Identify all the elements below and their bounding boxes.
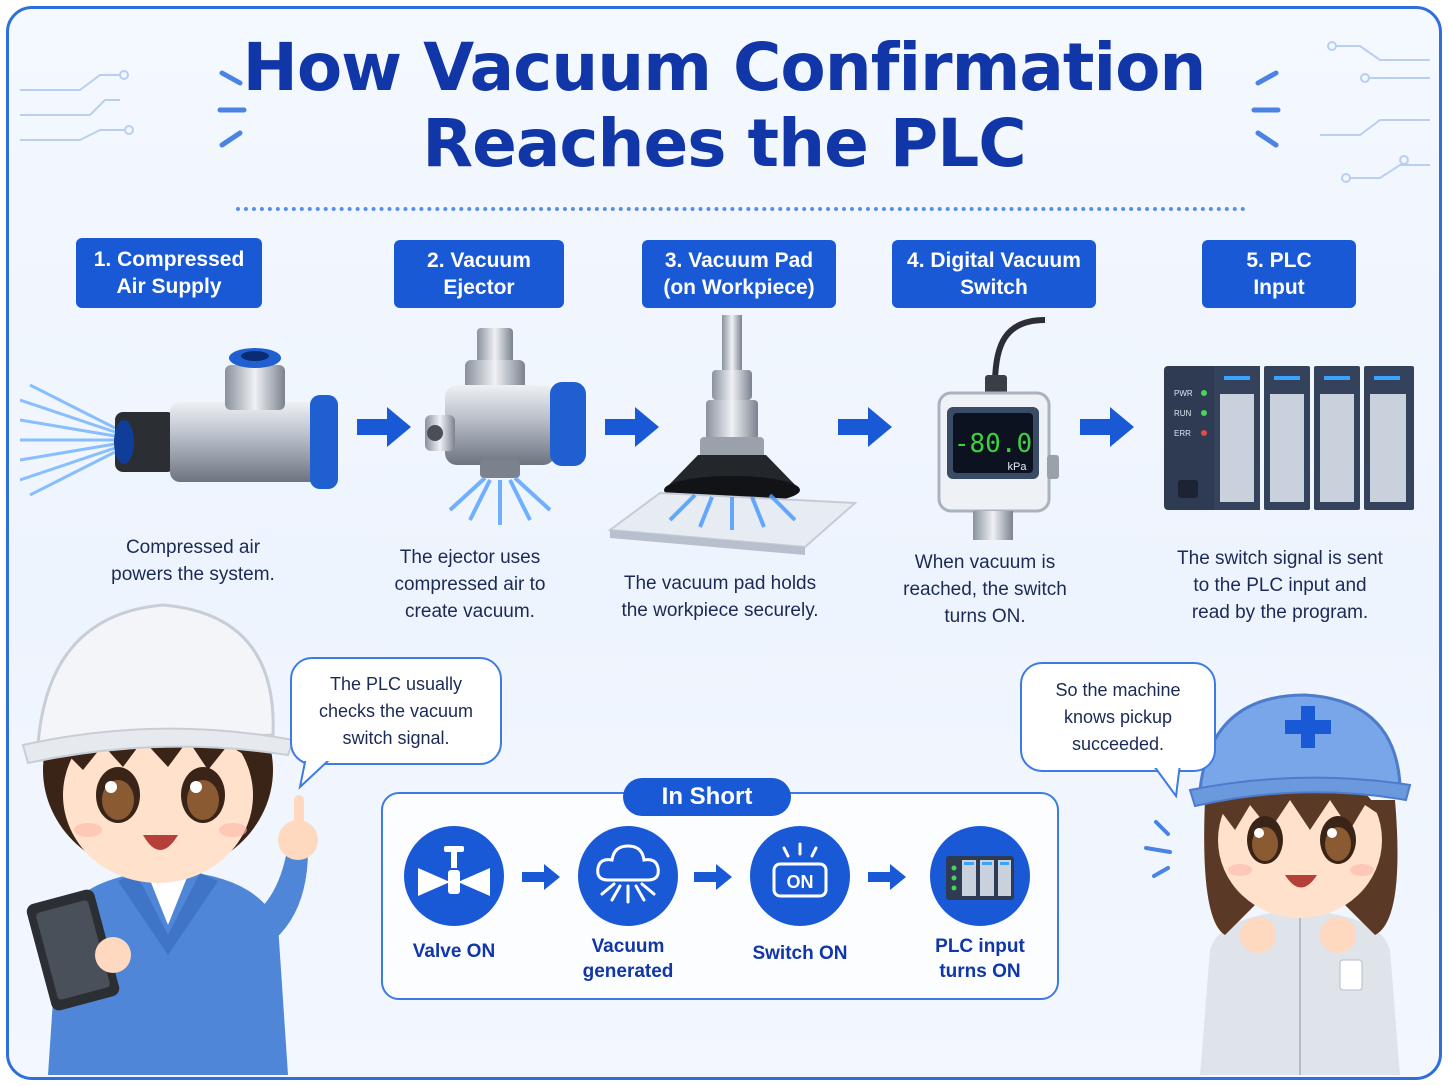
engineer-boy-character xyxy=(21,603,318,1075)
step-3-label-line1: 3. Vacuum Pad xyxy=(664,249,814,272)
summary-plc-label: PLC input turns ON xyxy=(910,934,1050,984)
summary-label-line: PLC input xyxy=(935,936,1025,957)
plc-led-label-pwr: PWR xyxy=(1174,389,1193,398)
summary-label-line: Valve ON xyxy=(412,941,496,962)
step-1-desc-line: Compressed air xyxy=(125,537,261,558)
sparkle-left-icon xyxy=(217,70,247,148)
step-5-desc-line: to the PLC input and xyxy=(1193,575,1367,596)
excitement-lines-icon xyxy=(1144,820,1172,878)
vacuum-pad-icon xyxy=(607,315,858,555)
step-3-desc-line: The vacuum pad holds xyxy=(623,573,817,594)
circuit-decoration-right xyxy=(1320,41,1430,183)
summary-label-line: Switch ON xyxy=(752,943,848,964)
bubble-left-line: The PLC usually xyxy=(329,673,463,694)
switch-display-value: -80.0 xyxy=(954,429,1032,459)
page-title: How Vacuum Confirmation Reaches the PLC xyxy=(0,30,1448,182)
step-2-desc-line: compressed air to xyxy=(394,574,546,595)
speech-bubble-right: So the machine knows pickup succeeded. xyxy=(1020,662,1216,772)
vacuum-ejector-icon xyxy=(425,328,586,525)
flow-arrow-1-icon xyxy=(357,407,411,447)
speech-bubble-left: The PLC usually checks the vacuum switch… xyxy=(290,657,502,765)
switch-on-badge: ON xyxy=(787,872,814,892)
speech-bubble-left-tail xyxy=(298,757,333,790)
title-line-2: Reaches the PLC xyxy=(422,105,1026,182)
summary-vacuum-label: Vacuum generated xyxy=(558,934,698,984)
plc-module-icon xyxy=(946,856,1014,900)
flow-arrow-2-icon xyxy=(605,407,659,447)
step-4-desc-line: When vacuum is xyxy=(914,552,1056,573)
step-1-desc-line: powers the system. xyxy=(111,564,275,585)
step-5-description: The switch signal is sent to the PLC inp… xyxy=(1160,545,1400,626)
speech-bubble-right-tail xyxy=(1152,764,1182,798)
step-5-label: 5. PLC Input xyxy=(1202,240,1356,308)
step-2-description: The ejector uses compressed air to creat… xyxy=(370,544,570,625)
bubble-right-line: So the machine xyxy=(1055,679,1181,700)
in-short-title: In Short xyxy=(623,778,791,816)
step-3-desc-line: the workpiece securely. xyxy=(621,600,819,621)
summary-arrow-3-icon xyxy=(868,864,906,890)
step-2-label-line2: Ejector xyxy=(443,276,515,299)
circuit-decoration-left xyxy=(20,70,134,141)
step-3-label: 3. Vacuum Pad (on Workpiece) xyxy=(642,240,836,308)
digital-vacuum-switch-icon: -80.0 kPa xyxy=(937,317,1059,540)
step-5-label-line1: 5. PLC xyxy=(1246,249,1312,272)
step-1-description: Compressed air powers the system. xyxy=(88,534,298,588)
summary-vacuum-circle xyxy=(578,826,678,926)
flow-arrow-3-icon xyxy=(838,407,892,447)
plc-led-label-err: ERR xyxy=(1174,429,1191,438)
flow-arrow-4-icon xyxy=(1080,407,1134,447)
summary-label-line: Vacuum xyxy=(591,936,665,957)
bubble-left-line: checks the vacuum xyxy=(318,700,474,721)
step-2-desc-line: The ejector uses xyxy=(399,547,541,568)
step-4-label-line1: 4. Digital Vacuum xyxy=(907,249,1081,272)
title-line-1: How Vacuum Confirmation xyxy=(242,29,1207,106)
summary-label-line: turns ON xyxy=(939,961,1021,982)
step-1-label-line1: 1. Compressed xyxy=(93,248,245,271)
step-4-label-line2: Switch xyxy=(960,276,1028,299)
step-5-desc-line: The switch signal is sent xyxy=(1177,548,1383,569)
plc-rack-icon: PWR RUN ERR xyxy=(1164,366,1414,510)
step-3-label-line2: (on Workpiece) xyxy=(663,276,815,299)
summary-label-line: generated xyxy=(582,961,674,982)
step-1-label-line2: Air Supply xyxy=(116,275,222,298)
plc-led-label-run: RUN xyxy=(1174,409,1192,418)
summary-arrow-2-icon xyxy=(694,864,732,890)
vacuum-cloud-icon xyxy=(596,844,660,904)
title-divider xyxy=(236,207,1246,211)
switch-on-icon: ON xyxy=(772,842,828,898)
summary-valve-label: Valve ON xyxy=(384,939,524,964)
sparkle-right-icon xyxy=(1251,70,1281,148)
bubble-right-line: succeeded. xyxy=(1071,733,1165,754)
step-5-desc-line: read by the program. xyxy=(1191,602,1369,623)
engineer-girl-character xyxy=(1188,693,1412,1075)
switch-display-unit: kPa xyxy=(1008,461,1028,473)
summary-switch-label: Switch ON xyxy=(730,941,870,966)
step-3-description: The vacuum pad holds the workpiece secur… xyxy=(600,570,840,624)
step-4-desc-line: reached, the switch xyxy=(903,579,1067,600)
bubble-right-line: knows pickup xyxy=(1063,706,1173,727)
step-2-label-line1: 2. Vacuum xyxy=(427,249,531,272)
valve-icon xyxy=(418,846,490,896)
step-4-description: When vacuum is reached, the switch turns… xyxy=(880,549,1090,630)
compressed-air-fitting-icon xyxy=(20,348,338,497)
summary-arrow-1-icon xyxy=(522,864,560,890)
step-5-label-line2: Input xyxy=(1253,276,1305,299)
bubble-left-line: switch signal. xyxy=(342,727,450,748)
step-2-desc-line: create vacuum. xyxy=(405,601,535,622)
step-4-desc-line: turns ON. xyxy=(944,606,1026,627)
